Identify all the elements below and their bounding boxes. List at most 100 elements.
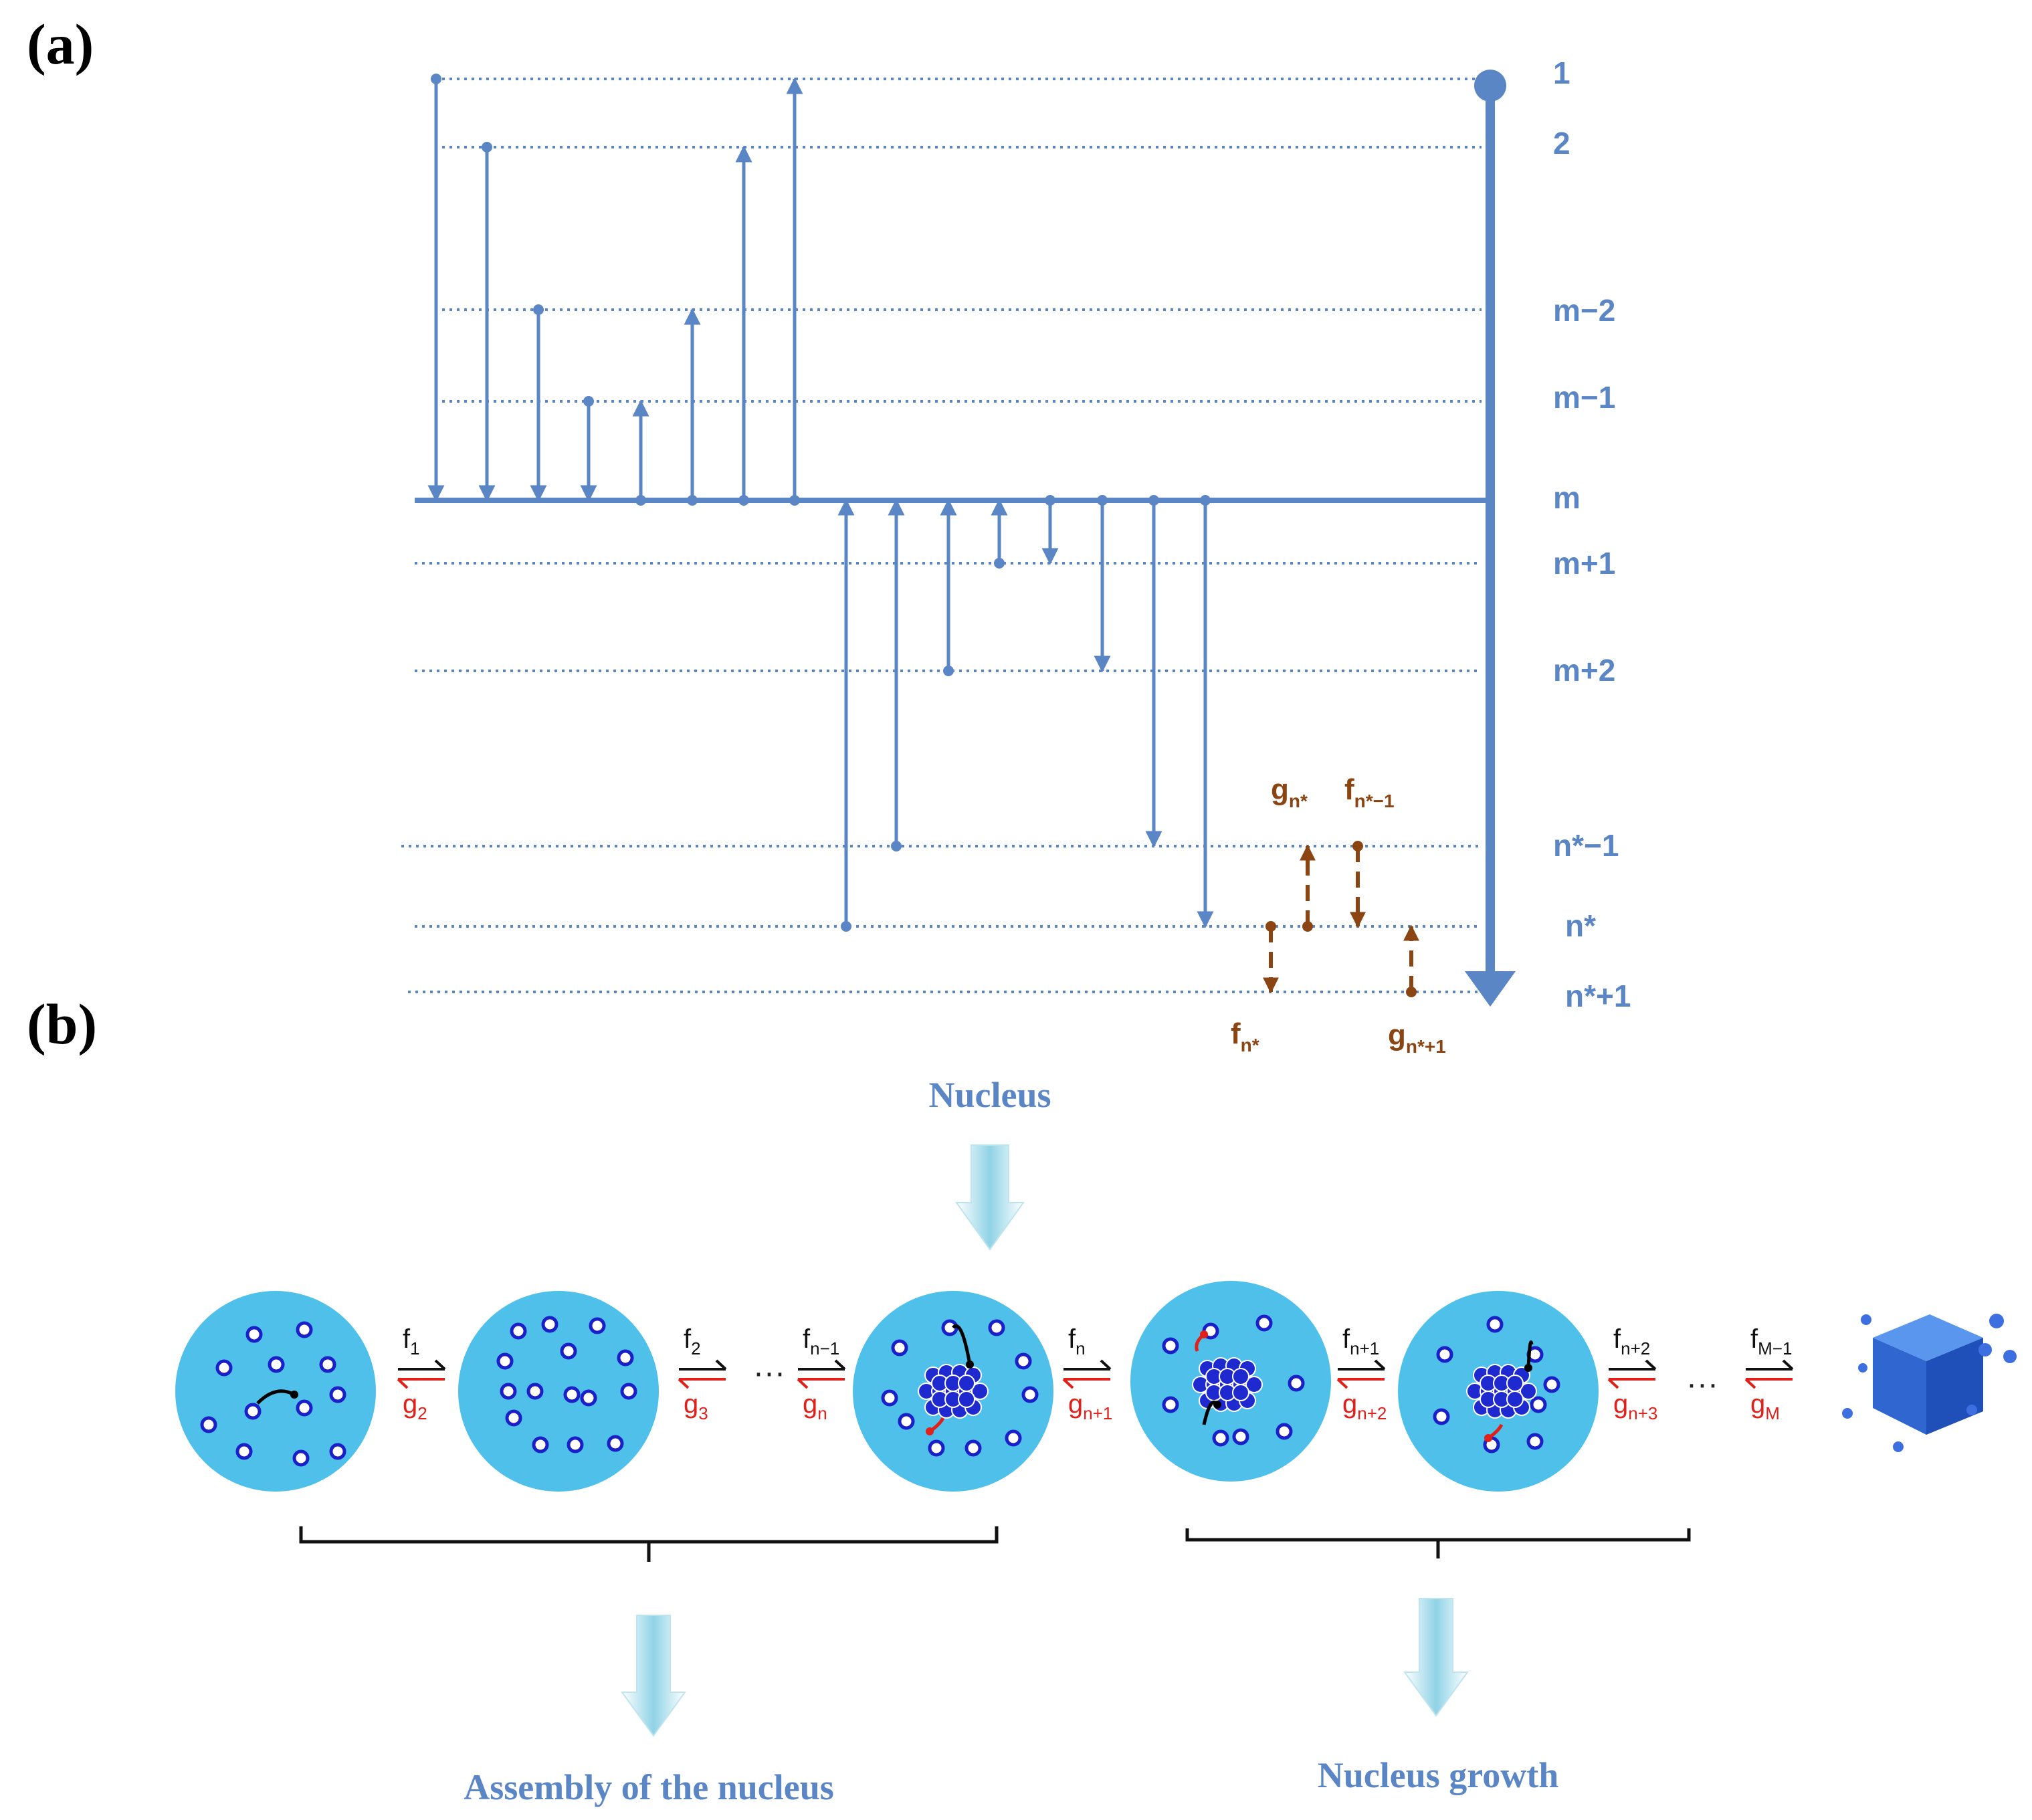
monomer-particle xyxy=(607,1435,624,1452)
transition-start-dot xyxy=(1045,495,1055,506)
forward-rate-label: f1 xyxy=(403,1324,420,1358)
monomer-particle xyxy=(532,1436,549,1453)
backward-rate-label: gn xyxy=(803,1389,827,1423)
transition-start-dot xyxy=(841,921,851,932)
monomer-particle xyxy=(505,1409,522,1427)
detach-arrow-head xyxy=(1484,1434,1492,1442)
transition-start-dot xyxy=(943,666,954,676)
attach-arrow-head xyxy=(966,1360,974,1369)
transition-start-dot xyxy=(1097,495,1108,506)
monomer-particle xyxy=(617,1349,634,1367)
monomer-particle xyxy=(296,1321,313,1338)
cube-left-face xyxy=(1873,1338,1926,1435)
panel-a-label: (a) xyxy=(27,12,94,76)
level-label-2: 2 xyxy=(1553,126,1570,161)
forward-rate-barb xyxy=(1100,1359,1112,1371)
cluster-particle xyxy=(1232,1384,1249,1401)
monomer-particle xyxy=(510,1322,527,1340)
transition-start-dot xyxy=(431,74,441,84)
cluster-particle xyxy=(1506,1391,1524,1408)
cube-particle xyxy=(1842,1408,1853,1419)
growth-label: Nucleus growth xyxy=(1318,1755,1559,1795)
level-label-nstar-1: n*−1 xyxy=(1553,828,1619,863)
monomer-particle xyxy=(620,1383,637,1400)
transition-start-dot xyxy=(583,396,594,407)
monomer-particle xyxy=(1162,1396,1179,1413)
panel-b-label: (b) xyxy=(27,992,97,1056)
transition-start-dot xyxy=(687,495,698,506)
monomer-particle xyxy=(1005,1429,1022,1447)
level-label-nstar: n* xyxy=(1565,908,1596,943)
transition-start-dot xyxy=(789,495,800,506)
level-label-m-1: m−1 xyxy=(1553,380,1615,415)
assembly-down-arrow xyxy=(621,1615,686,1737)
backward-rate-barb xyxy=(797,1378,809,1389)
level-label-m: m xyxy=(1553,480,1581,515)
monomer-particle xyxy=(891,1339,908,1356)
backward-rate-label: g3 xyxy=(684,1389,708,1423)
monomer-particle xyxy=(245,1326,263,1343)
level-labels: 1 2 m−2 m−1 m m+1 m+2 n*−1 n* n*+1 xyxy=(1553,56,1631,1013)
forward-rate-label: fn−1 xyxy=(803,1324,839,1358)
attach-arrow-head xyxy=(1524,1364,1532,1372)
backward-rate-barb xyxy=(1336,1378,1348,1389)
cluster-cells xyxy=(175,1281,1599,1492)
brown-dot-1 xyxy=(1302,921,1313,932)
detach-arrow-head xyxy=(926,1427,934,1435)
attach-arrow xyxy=(952,1324,972,1365)
monomer-particle xyxy=(235,1443,253,1460)
transition-start-dot xyxy=(1200,495,1211,506)
level-lines xyxy=(401,78,1490,993)
nucleus-label: Nucleus xyxy=(928,1075,1051,1115)
monomer-particle xyxy=(898,1413,915,1430)
forward-rate-label: f2 xyxy=(684,1324,701,1358)
axis-arrowhead xyxy=(1465,971,1516,1007)
monomer-particle xyxy=(1021,1386,1039,1403)
forward-rate-label: fM−1 xyxy=(1750,1324,1792,1358)
forward-rate-barb xyxy=(834,1359,846,1371)
cube-particle xyxy=(1978,1343,1992,1356)
monomer-particle xyxy=(567,1436,584,1453)
label-f-nstar: fn* xyxy=(1231,1017,1259,1055)
monomer-particle xyxy=(319,1356,336,1373)
monomer-particle xyxy=(1162,1337,1179,1354)
brown-dot-3 xyxy=(1265,921,1276,932)
cube-particle xyxy=(1989,1314,2004,1328)
monomer-particle xyxy=(296,1399,313,1417)
level-label-m+2: m+2 xyxy=(1553,653,1615,688)
crystal-cube-icon xyxy=(1842,1314,2017,1452)
main-axis-arrow xyxy=(1465,70,1516,1007)
ellipsis-1: ··· xyxy=(753,1355,785,1391)
monomer-particle xyxy=(988,1319,1005,1336)
detach-arrow-head xyxy=(1200,1330,1208,1338)
monomer-particle xyxy=(928,1439,945,1457)
backward-rate-barb xyxy=(1607,1378,1619,1389)
monomer-particle xyxy=(1436,1346,1453,1363)
monomer-particle xyxy=(541,1316,558,1333)
monomer-particle xyxy=(563,1386,581,1403)
brown-dot-4 xyxy=(1406,987,1417,997)
monomer-particle xyxy=(496,1352,514,1370)
brace-growth xyxy=(1185,1528,1691,1558)
brace-assembly xyxy=(299,1526,999,1562)
backward-rate-label: gn+2 xyxy=(1342,1389,1387,1423)
backward-rate-barb xyxy=(397,1378,409,1389)
monomer-particle xyxy=(500,1383,517,1400)
backward-rate-label: gn+1 xyxy=(1068,1389,1112,1423)
monomer-particle xyxy=(329,1443,346,1460)
level-label-m+1: m+1 xyxy=(1553,546,1615,581)
monomer-particle xyxy=(1530,1396,1547,1413)
monomer-particle xyxy=(244,1403,262,1420)
monomer-particle xyxy=(589,1317,606,1334)
level-label-1: 1 xyxy=(1553,56,1570,90)
attach-arrow-head xyxy=(1213,1401,1221,1409)
nstar-transition-arrows xyxy=(1263,841,1419,997)
monomer-particle xyxy=(1543,1376,1560,1393)
backward-rate-barb xyxy=(1744,1378,1756,1389)
cube-top-face xyxy=(1873,1314,1983,1361)
cube-particle xyxy=(1893,1441,1904,1452)
cluster-particle xyxy=(958,1391,975,1408)
transition-start-dot xyxy=(891,841,902,851)
monomer-particle xyxy=(1433,1408,1450,1425)
